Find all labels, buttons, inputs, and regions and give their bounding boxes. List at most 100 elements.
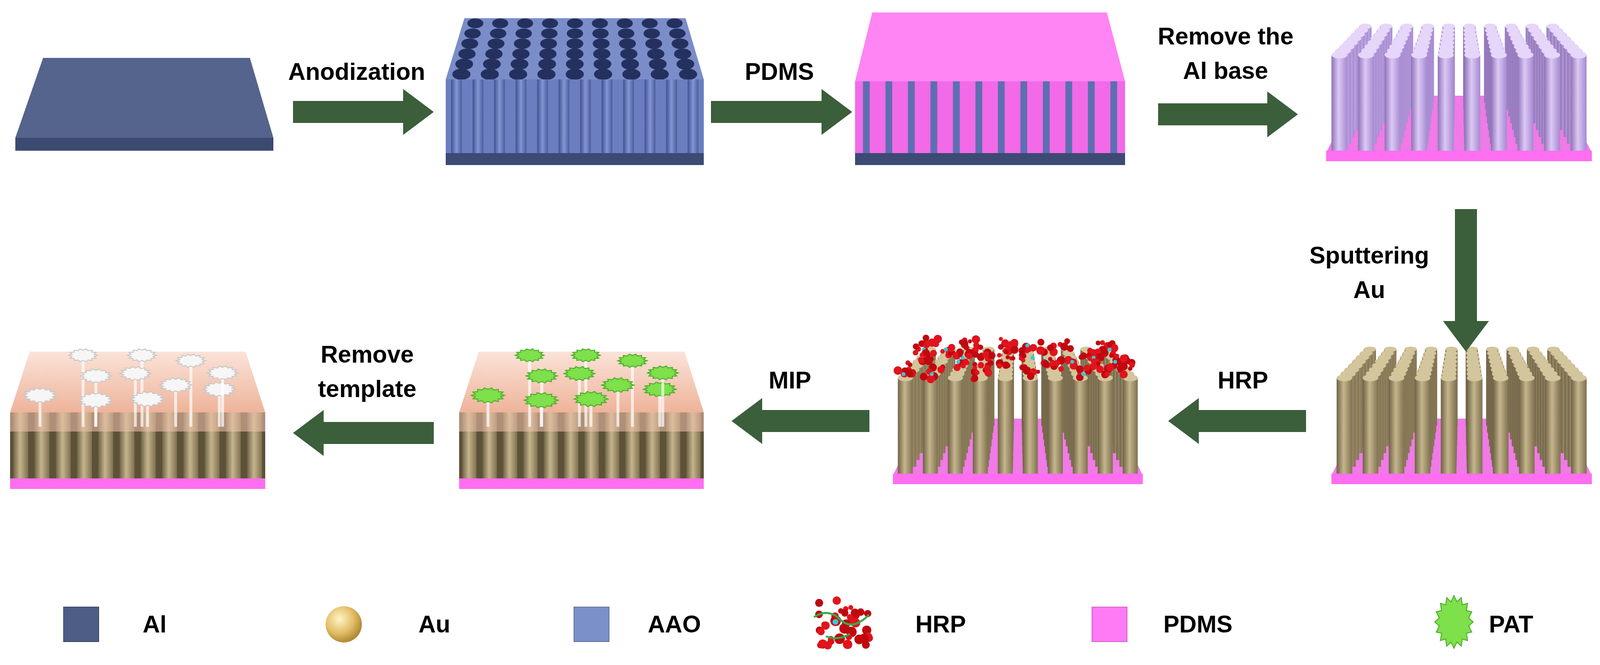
aao-pore <box>515 28 532 39</box>
aao-pore <box>540 38 557 49</box>
hrp-molecule <box>1067 345 1074 352</box>
hrp-molecule <box>1021 353 1027 359</box>
aao-pore <box>566 48 584 60</box>
pillar-top <box>1490 51 1507 59</box>
hrp-molecule <box>922 335 930 342</box>
aao-pore <box>650 68 669 80</box>
aao-pore <box>593 48 611 60</box>
legend-swatch <box>573 607 610 643</box>
aao-pore <box>517 18 533 29</box>
pillar-top <box>947 374 963 382</box>
imprinted-cavity <box>78 393 113 409</box>
nanopillar <box>1331 55 1348 151</box>
nanopillar <box>1388 378 1405 474</box>
aao-pore <box>538 58 556 70</box>
aao-pore <box>621 58 640 70</box>
hrp-molecule <box>1076 366 1082 371</box>
hrp-molecule <box>1010 346 1019 354</box>
aao-pore <box>671 38 689 49</box>
aao-pore <box>539 48 557 60</box>
pdms-top <box>855 12 1126 82</box>
mip-layer-front <box>459 412 704 432</box>
hrp-molecule <box>1096 361 1101 367</box>
aao-channel <box>494 79 506 154</box>
hrp-molecule <box>1104 371 1110 378</box>
step-label: Anodization <box>288 54 426 90</box>
hrp-molecule <box>974 370 980 376</box>
imprinted-cavity <box>80 369 112 384</box>
au-sphere <box>325 606 362 643</box>
process-arrow <box>292 89 434 136</box>
hrp-molecule <box>912 349 919 356</box>
hrp-heme <box>1113 360 1117 364</box>
hrp-molecule <box>982 351 990 359</box>
al-plate-front <box>15 137 274 151</box>
hrp-molecule <box>947 351 953 357</box>
al-base <box>445 153 704 166</box>
nanopillar <box>1466 378 1483 474</box>
aao-pore <box>492 18 508 29</box>
nanopillar <box>1047 378 1063 474</box>
pillar-top <box>1571 374 1588 382</box>
hrp-icon <box>841 609 849 618</box>
aao-wall <box>863 81 870 154</box>
hrp-icon <box>821 621 831 631</box>
aao-pore <box>458 48 476 60</box>
aao-pore <box>674 48 692 60</box>
hrp-molecule <box>912 343 920 350</box>
hrp-molecule <box>937 366 945 374</box>
legend-label: Al <box>142 610 167 640</box>
aao-pore <box>676 58 695 70</box>
nanopillar <box>1490 55 1507 151</box>
aao-pore <box>647 48 665 60</box>
hrp-molecule <box>930 349 937 357</box>
hrp-molecule <box>907 362 913 368</box>
aao-pore <box>592 28 609 39</box>
imprint-channel <box>221 373 225 428</box>
hrp-molecule <box>1129 361 1135 368</box>
hrp-molecule <box>996 363 1003 370</box>
aao-pore <box>616 18 633 29</box>
nanopillar <box>1464 55 1481 151</box>
hrp-molecule <box>999 337 1003 341</box>
hrp-molecule <box>1075 365 1084 374</box>
pillar-top <box>1336 374 1353 382</box>
legend-swatch <box>1091 607 1128 643</box>
pillar-top <box>1358 51 1375 59</box>
pdms-base-front <box>10 478 266 490</box>
hrp-molecule <box>977 362 984 369</box>
pillar-top <box>1388 374 1405 382</box>
aao-pore <box>678 68 698 80</box>
imprint-channel <box>81 355 85 428</box>
pat-template <box>617 354 648 368</box>
hrp-molecule <box>965 352 973 360</box>
hrp-molecule <box>945 351 953 359</box>
hrp-molecule <box>947 344 956 352</box>
step-label: Sputtering Au <box>1302 238 1437 308</box>
aao-wall <box>1065 81 1072 154</box>
hrp-molecule <box>988 351 996 360</box>
aao-pore <box>480 68 499 80</box>
pillar-top <box>1543 51 1560 59</box>
hrp-molecule <box>960 362 967 369</box>
hrp-icon <box>815 599 824 608</box>
pdms-base-front <box>892 473 1143 485</box>
process-arrow <box>731 398 870 445</box>
hrp-heme <box>1081 372 1086 377</box>
aao-pore <box>537 68 556 80</box>
aao-pore <box>669 28 686 39</box>
nanopillar <box>1122 378 1138 474</box>
hrp-heme <box>1025 343 1030 348</box>
step-label: Remove the Al base <box>1149 19 1303 89</box>
pdms-front <box>855 81 1126 154</box>
nanopillar <box>972 378 988 474</box>
hrp-heme <box>901 372 906 377</box>
hrp-heme <box>929 372 934 377</box>
hrp-molecule <box>978 344 984 350</box>
hrp-heme <box>1030 356 1035 361</box>
hrp-molecule <box>1095 340 1101 346</box>
imprint-channel <box>584 355 588 428</box>
nanopillar <box>1543 55 1560 151</box>
aao-wall <box>953 81 960 154</box>
aao-channel <box>515 79 527 154</box>
